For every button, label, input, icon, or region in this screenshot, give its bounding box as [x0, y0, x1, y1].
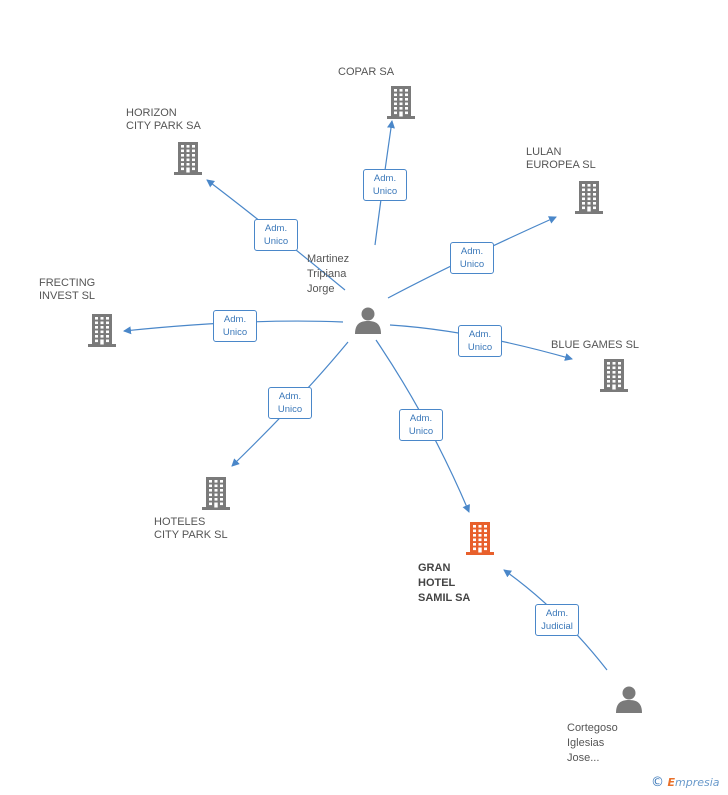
building-icon[interactable]: [573, 180, 605, 219]
node-label-line: BLUE GAMES SL: [551, 339, 640, 351]
node-label-line: Jorge: [307, 283, 335, 295]
role-badge-line: Unico: [467, 342, 493, 353]
role-badge-line: Adm.: [409, 413, 433, 424]
building-icon[interactable]: [172, 141, 204, 180]
node-label-line: COPAR SA: [338, 66, 395, 78]
node-label-line: Martinez: [307, 253, 350, 265]
node-label-line: EUROPEA SL: [526, 159, 596, 171]
node-label-line: Cortegoso: [567, 722, 618, 734]
role-badge-line: Unico: [459, 259, 485, 270]
node-label-line: SAMIL SA: [418, 592, 471, 604]
node-label-line: HOTEL: [418, 577, 456, 589]
building-icon[interactable]: [200, 476, 232, 515]
role-badge-line: Adm.: [373, 173, 397, 184]
role-badge-line: Adm.: [468, 329, 492, 340]
node-label-line: HORIZON: [126, 107, 177, 119]
person-icon[interactable]: [615, 685, 643, 718]
role-badge-line: Judicial: [541, 621, 573, 632]
role-badge-line: Unico: [372, 186, 398, 197]
role-badge-line: Unico: [263, 236, 289, 247]
brand-name: mpresia: [675, 776, 720, 789]
role-badge-martinez-to-frecting[interactable]: Adm. Unico: [213, 310, 257, 342]
node-label-line: HOTELES: [154, 516, 206, 528]
person-icon[interactable]: [354, 306, 382, 339]
node-label-line: INVEST SL: [39, 290, 96, 302]
copyright-symbol: ©: [651, 775, 664, 790]
node-label-line: CITY PARK SL: [154, 529, 228, 541]
building-icon[interactable]: [598, 358, 630, 397]
node-label-line: Iglesias: [567, 737, 605, 749]
role-badge-martinez-to-horizon[interactable]: Adm. Unico: [254, 219, 298, 251]
role-badge-line: Unico: [277, 404, 303, 415]
node-label-line: CITY PARK SA: [126, 120, 201, 132]
role-badge-line: Adm.: [223, 314, 247, 325]
building-icon[interactable]: [86, 313, 118, 352]
role-badge-cortegoso-to-gran[interactable]: Adm. Judicial: [535, 604, 579, 636]
role-badge-line: Adm.: [264, 223, 288, 234]
role-badge-line: Unico: [222, 327, 248, 338]
node-label-bluegames[interactable]: BLUE GAMES SL: [551, 339, 671, 352]
role-badge-martinez-to-gran[interactable]: Adm. Unico: [399, 409, 443, 441]
node-label-line: GRAN: [418, 562, 451, 574]
role-badge-martinez-to-bluegames[interactable]: Adm. Unico: [458, 325, 502, 357]
role-badge-martinez-to-lulan[interactable]: Adm. Unico: [450, 242, 494, 274]
node-label-gran[interactable]: GRAN HOTEL SAMIL SA: [418, 561, 538, 606]
role-badge-line: Unico: [408, 426, 434, 437]
node-label-line: LULAN: [526, 146, 562, 158]
role-badge-martinez-to-copar[interactable]: Adm. Unico: [363, 169, 407, 201]
role-badge-line: Adm.: [278, 391, 302, 402]
role-badge-line: Adm.: [545, 608, 569, 619]
node-label-copar[interactable]: COPAR SA: [338, 66, 458, 79]
node-label-line: Jose...: [567, 752, 600, 764]
role-badge-line: Adm.: [460, 246, 484, 257]
brand-initial: E: [667, 776, 676, 789]
building-icon[interactable]: [464, 521, 496, 560]
role-badge-martinez-to-hoteles[interactable]: Adm. Unico: [268, 387, 312, 419]
node-label-line: FRECTING: [39, 277, 96, 289]
building-icon[interactable]: [385, 85, 417, 124]
footer-credit: © Empresia: [651, 775, 720, 790]
node-label-line: Tripiana: [307, 268, 347, 280]
